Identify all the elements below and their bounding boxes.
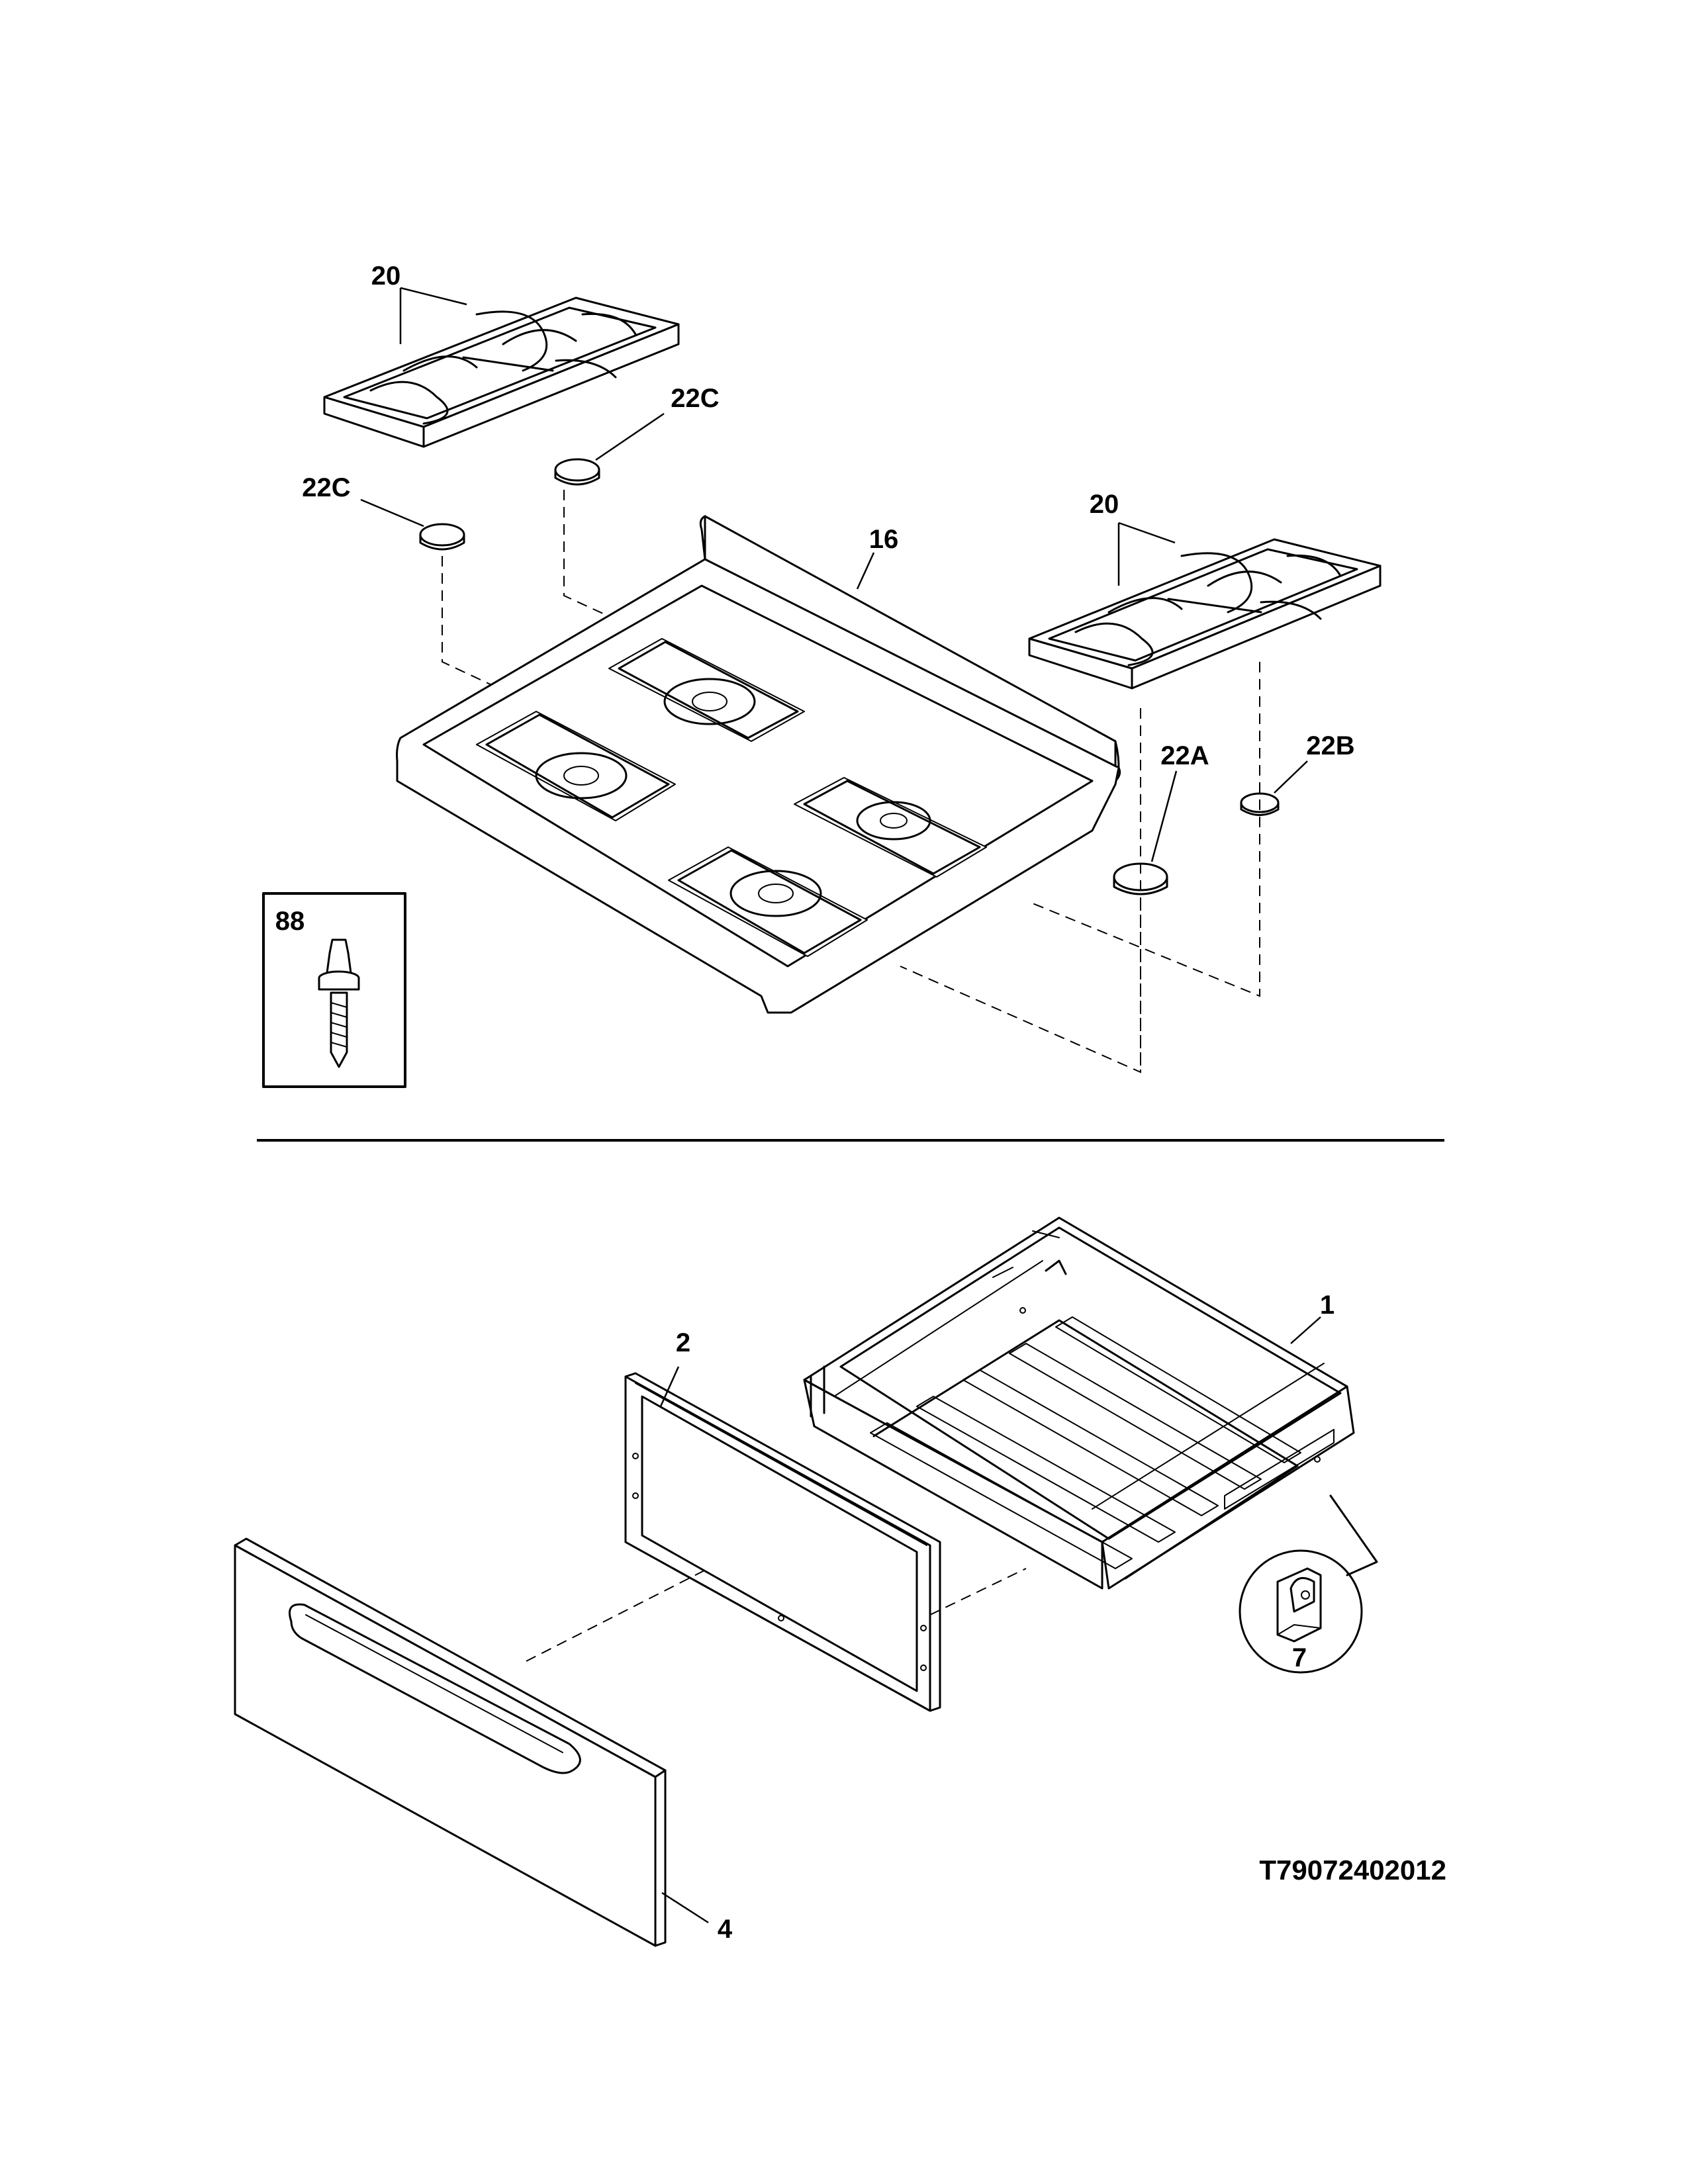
cooktop-main-top: [396, 515, 1121, 1014]
drawer-body: [803, 1216, 1355, 1590]
alignment-lines-top: [442, 490, 1260, 1073]
clip-inset-circle: [1239, 1494, 1378, 1674]
drawer-liner: [624, 1372, 941, 1712]
leaders-bottom: [659, 1316, 1321, 1924]
callout-cooktop: 16: [869, 525, 899, 554]
callout-drawer-front: 4: [718, 1915, 733, 1944]
callout-clip: 7: [1292, 1643, 1307, 1672]
callout-cap-22a: 22A: [1160, 741, 1209, 770]
burner-cap-22c-lower: [419, 523, 465, 551]
burner-cap-22c-upper: [554, 458, 600, 486]
right-burner-grate: [1028, 538, 1382, 690]
callout-cap-22b: 22B: [1306, 731, 1354, 760]
left-burner-grate: [323, 296, 680, 448]
leaders-top: [360, 287, 1308, 862]
stud-inset-box: [262, 892, 406, 1088]
diagram-id-label: T79072402012: [1259, 1854, 1446, 1886]
callout-grate-right: 20: [1090, 490, 1119, 519]
callout-stud-88: 88: [275, 907, 305, 936]
drawer-front-panel: [234, 1537, 667, 1947]
callout-cap-22c-lower: 22C: [302, 473, 350, 502]
callout-drawer-body: 1: [1320, 1291, 1335, 1320]
callout-drawer-liner: 2: [676, 1328, 690, 1357]
callout-grate-left: 20: [371, 261, 401, 291]
callout-cap-22c-upper: 22C: [671, 384, 719, 413]
alignment-lines-bottom: [526, 1568, 1027, 1662]
